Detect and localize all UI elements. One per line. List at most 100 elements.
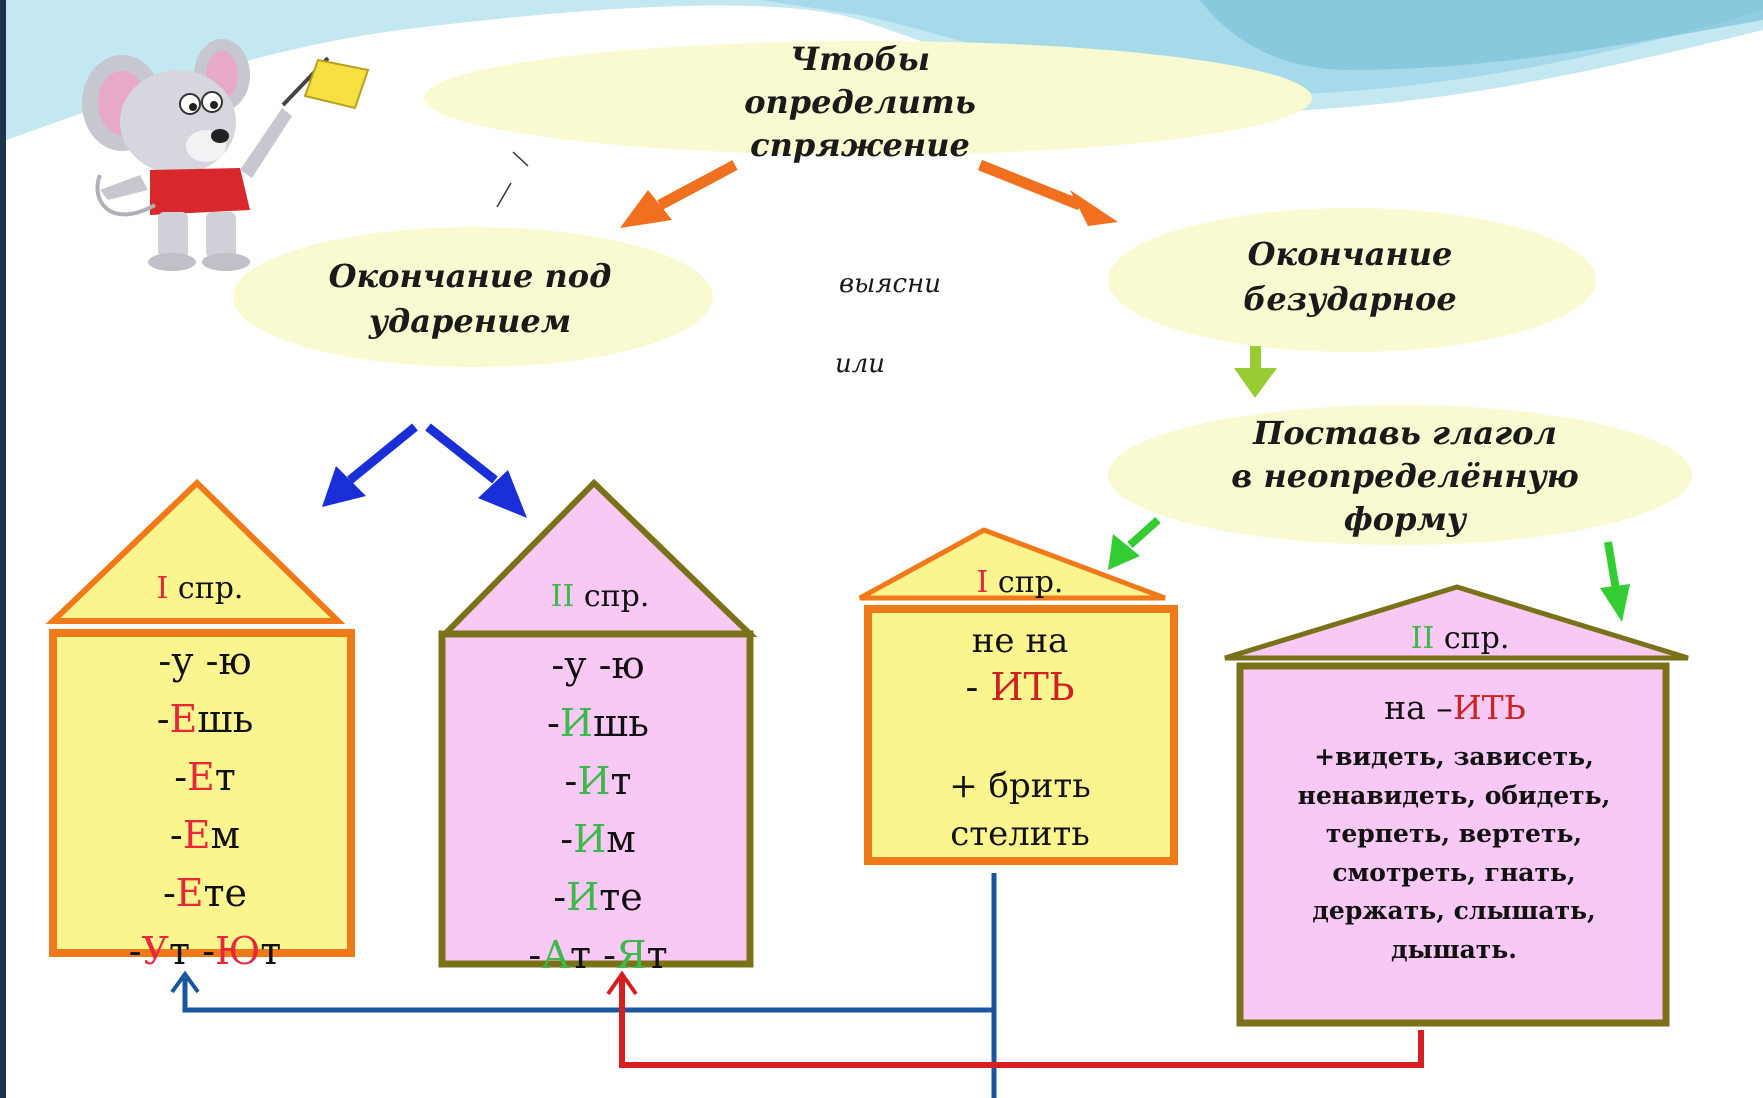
row-ending: И <box>577 759 611 803</box>
row-dash: - <box>546 701 560 745</box>
row-ending: Я <box>615 933 647 977</box>
left-node-ellipse <box>233 227 713 367</box>
top-node-line-1: Чтобы <box>789 40 931 78</box>
dash: - <box>965 665 991 709</box>
blue-arrow-right <box>425 423 527 518</box>
left-node-line-2: ударением <box>368 302 572 340</box>
row-ending: Е <box>182 813 211 857</box>
top-node-line-3: спряжение <box>750 126 970 164</box>
ending-it: ИТЬ <box>990 665 1075 709</box>
row-suffix: т - <box>569 933 616 977</box>
row-ending: И <box>566 875 600 919</box>
house-1-row-3: -Ет <box>60 748 350 806</box>
row-text: -у -ю <box>551 643 645 687</box>
row-suffix: т <box>214 755 236 799</box>
right-node-line-1: Окончание <box>1247 235 1453 273</box>
row-dash: - <box>560 817 574 861</box>
ending-it: ИТЬ <box>1452 688 1526 727</box>
house-3-roman: I <box>976 565 989 600</box>
infinitive-line-3: форму <box>1343 500 1467 538</box>
house-2-title: II спр. <box>500 580 700 614</box>
row-suffix: те <box>203 871 248 915</box>
row-ending: И <box>573 817 607 861</box>
orange-arrow-right <box>977 159 1118 226</box>
row-suffix: шь <box>197 697 254 741</box>
exception-line: ненавидеть, обидеть, <box>1297 780 1611 810</box>
house-4-title: II спр. <box>1360 622 1560 656</box>
infinitive-line-2: в неопределённую <box>1231 457 1579 495</box>
row-ending: Ю <box>214 929 261 973</box>
house-3-title: I спр. <box>920 566 1120 600</box>
infinitive-node-text: Поставь глагол в неопределённую форму <box>1200 412 1610 541</box>
connector-blue <box>170 873 997 1098</box>
left-edge-strip <box>0 0 6 1098</box>
house-4-line-1: на –ИТЬ <box>1250 688 1660 727</box>
house-1-row-1: -у -ю <box>60 632 350 690</box>
exception-line: держать, слышать, <box>1312 896 1596 925</box>
mouse-with-flag-icon <box>82 39 370 271</box>
house-4-shape <box>1224 584 1689 1027</box>
house-2-row-3: -Ит <box>448 752 748 810</box>
row-ending: А <box>541 933 570 977</box>
left-node-text: Окончание под ударением <box>290 254 650 344</box>
row-dash: - <box>528 933 542 977</box>
left-node-line-1: Окончание под <box>328 257 612 295</box>
exception-line: +видеть, зависеть, <box>1314 742 1594 771</box>
small-stroke-2 <box>496 182 512 208</box>
infinitive-line-1: Поставь глагол <box>1253 414 1557 452</box>
top-node-ellipse <box>424 41 1312 155</box>
house-2-row-1: -у -ю <box>448 636 748 694</box>
house-1-row-6: -Ут -Ют <box>60 922 350 980</box>
row-suffix: т <box>646 933 668 977</box>
house-1-endings: -у -ю -Ешь -Ет -Ем -Ете -Ут -Ют <box>60 632 350 980</box>
row-dash: - <box>156 697 170 741</box>
house-4-label: спр. <box>1434 621 1510 656</box>
green-arrow-down <box>1234 346 1277 398</box>
top-node-text: Чтобы определить спряжение <box>700 38 1020 167</box>
blue-arrow-left <box>322 423 418 507</box>
row-ending: И <box>559 701 593 745</box>
infinitive-node-ellipse <box>1108 405 1692 545</box>
row-dash: - <box>162 871 176 915</box>
house-1-label: спр. <box>168 571 244 606</box>
house-1-roman: I <box>156 571 169 606</box>
connector-red <box>606 970 1424 1068</box>
exception-line: смотреть, гнать, <box>1332 857 1576 887</box>
row-suffix: т <box>610 759 632 803</box>
right-node-line-2: безударное <box>1243 280 1457 318</box>
house-4-roman: II <box>1410 621 1435 656</box>
row-dash: - <box>564 759 578 803</box>
row-ending: Е <box>187 755 215 799</box>
middle-text-2: или <box>834 349 886 379</box>
green-arrow-to-house4 <box>1600 541 1630 622</box>
house-2-shape <box>437 478 758 968</box>
row-suffix: м <box>210 813 241 857</box>
house-2-endings: -у -ю -Ишь -Ит -Им -Ите -Ат -Ят <box>448 636 748 984</box>
house-2-label: спр. <box>574 579 650 614</box>
house-4-exceptions: +видеть, зависеть, ненавидеть, обидеть, … <box>1248 738 1660 969</box>
row-dash: - <box>128 929 142 973</box>
right-node-text: Окончание безударное <box>1180 232 1520 322</box>
house-2-row-2: -Ишь <box>448 694 748 752</box>
row-suffix: т - <box>168 929 215 973</box>
house-3-line-3: + брить <box>949 766 1091 806</box>
house-1-row-4: -Ем <box>60 806 350 864</box>
green-arrow-to-house3 <box>1108 517 1161 570</box>
house-3-line-4: стелить <box>950 814 1090 854</box>
row-dash: - <box>553 875 567 919</box>
house-1-row-5: -Ете <box>60 864 350 922</box>
orange-arrow-left <box>620 160 738 228</box>
right-node-ellipse <box>1108 208 1596 352</box>
house-3-shape <box>858 527 1178 865</box>
house-3-label: спр. <box>988 565 1064 600</box>
house-3-line-2: - ИТЬ <box>875 666 1165 709</box>
exception-line: дышать. <box>1391 934 1517 964</box>
house-3-line-1: не на <box>971 621 1069 661</box>
small-stroke-1 <box>512 151 529 167</box>
row-suffix: т <box>260 929 282 973</box>
house-2-row-5: -Ите <box>448 868 748 926</box>
middle-text-1: выясни <box>839 269 941 299</box>
house-2-row-6: -Ат -Ят <box>448 926 748 984</box>
